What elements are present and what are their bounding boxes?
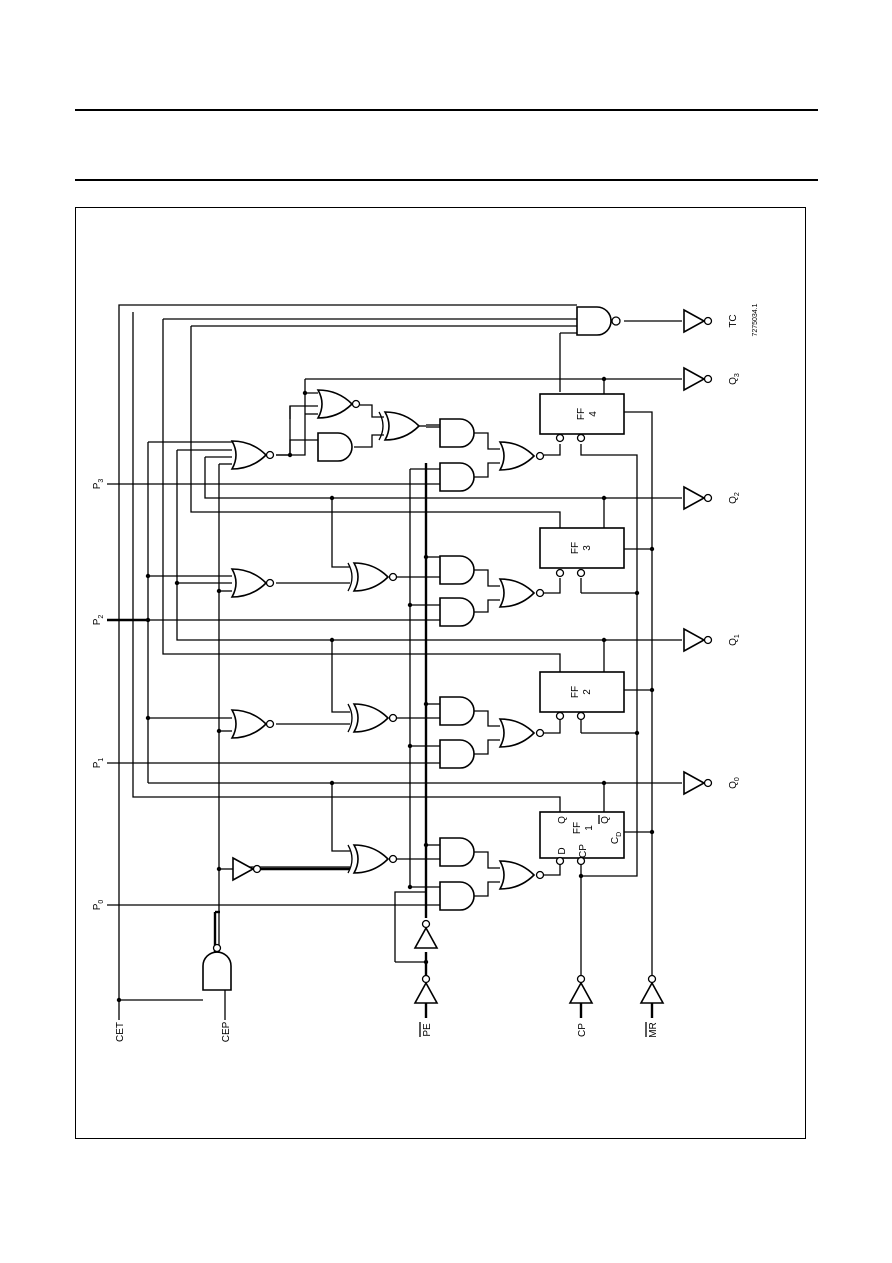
ff1-qbar-pin: Q (600, 816, 611, 824)
p3-label: P3 (92, 479, 105, 490)
ff1-cd-pin: CD (610, 832, 623, 844)
diagram-frame (75, 207, 806, 1139)
cep-and-gate (202, 951, 232, 991)
figure-ref-code: 7275034.1 (752, 303, 759, 336)
ff4-box (539, 393, 625, 435)
q1-label: Q1 (728, 634, 741, 646)
ff2-label: FF (570, 686, 581, 698)
mr-label: MR (648, 1022, 659, 1038)
tc-label: TC (728, 314, 739, 327)
pe-label: PE (422, 1023, 433, 1037)
p1-label: P1 (92, 758, 105, 769)
flip-flops (539, 393, 625, 866)
cep-label: CEP (221, 1021, 232, 1042)
q2-label: Q2 (728, 492, 741, 504)
ff3-num: 3 (582, 545, 593, 551)
ff1-label: FF (572, 822, 583, 834)
ff1-num: 1 (584, 825, 595, 831)
header-bottom-rule (75, 179, 818, 181)
ff1-box (539, 811, 625, 859)
ff3-box (539, 527, 625, 569)
junctions (116, 376, 655, 1003)
ff1-q-pin: Q (557, 816, 568, 824)
cp-label: CP (577, 1023, 588, 1037)
q0-label: Q0 (728, 777, 741, 789)
gates (202, 306, 713, 1018)
ff2-num: 2 (582, 689, 593, 695)
ff3-label: FF (570, 542, 581, 554)
ff2-box (539, 671, 625, 713)
ff1-cp-pin: CP (578, 844, 589, 858)
ff4-label: FF (576, 408, 587, 420)
p2-label: P2 (92, 615, 105, 626)
header-top-rule (75, 109, 818, 111)
wiring (107, 304, 682, 1001)
tc-nand-gate (576, 306, 612, 336)
q3-label: Q3 (728, 373, 741, 385)
ff1-d-pin: D (557, 847, 568, 854)
ff4-num: 4 (588, 411, 599, 417)
labels: FF 4 FF 3 FF 2 FF 1 D CP Q Q CD P3 P2 P1… (92, 303, 759, 1042)
p0-label: P0 (92, 900, 105, 911)
cet-label: CET (115, 1022, 126, 1042)
